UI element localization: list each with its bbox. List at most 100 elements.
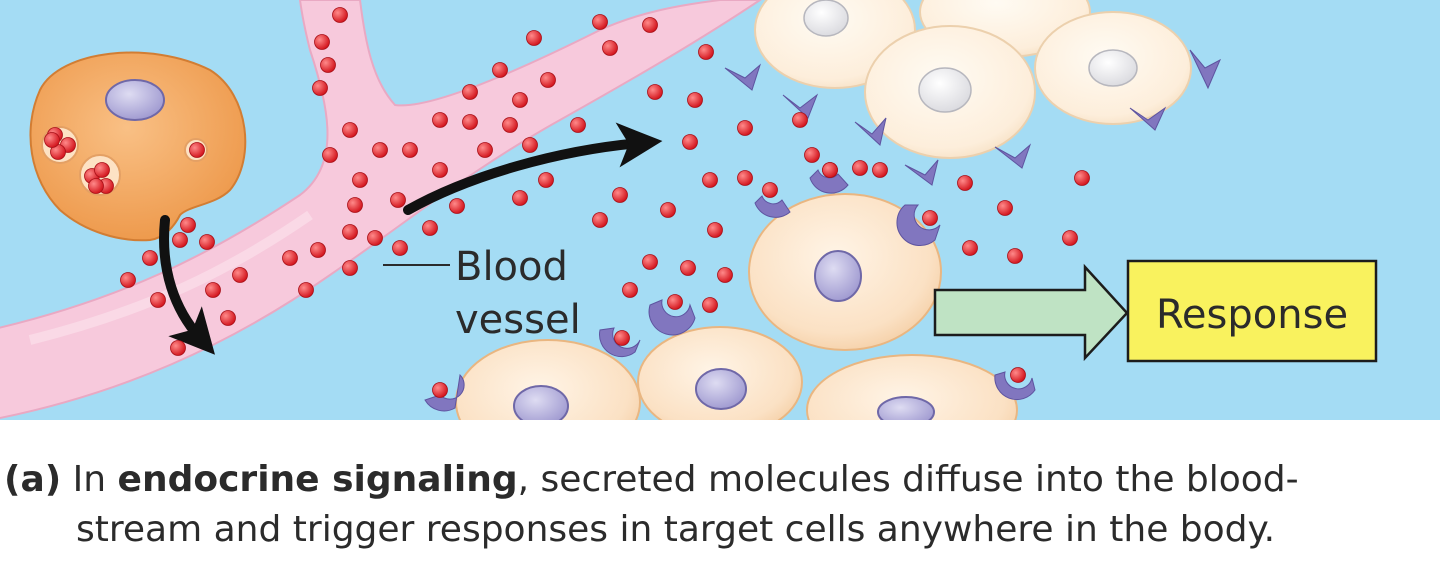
signaling-molecule [462, 84, 478, 100]
signaling-molecule [44, 132, 60, 148]
signaling-molecule [502, 117, 518, 133]
caption-intro: In [72, 459, 107, 500]
target-cells-upper [754, 0, 1192, 159]
target-cell-nucleus [695, 368, 747, 410]
signaling-molecule [180, 217, 196, 233]
signaling-molecule [592, 14, 608, 30]
signaling-molecule [612, 187, 628, 203]
signaling-molecule [922, 210, 938, 226]
signaling-molecule [432, 162, 448, 178]
signaling-molecule [432, 382, 448, 398]
signaling-molecule [680, 260, 696, 276]
signaling-molecule [1062, 230, 1078, 246]
curved-arrow-icon [159, 215, 215, 355]
signaling-molecule [392, 240, 408, 256]
caption-rest-line1: , secreted molecules diffuse into the bl… [517, 459, 1299, 500]
signaling-molecule [717, 267, 733, 283]
signaling-molecule [762, 182, 778, 198]
signaling-molecule [172, 232, 188, 248]
caption-term: endocrine signaling [117, 459, 518, 500]
signaling-molecule [462, 114, 478, 130]
signaling-molecule [352, 172, 368, 188]
signaling-molecule [538, 172, 554, 188]
signaling-molecules [44, 7, 1090, 398]
signaling-molecule [298, 282, 314, 298]
signaling-molecule [142, 250, 158, 266]
signaling-molecule [199, 234, 215, 250]
signaling-molecule [957, 175, 973, 191]
endocrine-signaling-diagram: Response Blood vessel [0, 0, 1440, 420]
target-cells-lower [455, 193, 1018, 420]
target-cell-nucleus [1088, 49, 1138, 87]
signaling-molecule [682, 134, 698, 150]
signaling-molecule [449, 198, 465, 214]
signaling-molecule [1010, 367, 1026, 383]
signaling-molecule [372, 142, 388, 158]
signaling-molecule [707, 222, 723, 238]
signaling-molecule [702, 297, 718, 313]
signaling-molecule [614, 330, 630, 346]
figure-caption: (a) In endocrine signaling, secreted mol… [0, 456, 1440, 573]
signaling-molecule [872, 162, 888, 178]
signaling-molecule [737, 120, 753, 136]
signaling-molecule [522, 137, 538, 153]
signaling-molecule [822, 162, 838, 178]
signaling-molecule [310, 242, 326, 258]
signaling-molecule [660, 202, 676, 218]
signaling-molecule [570, 117, 586, 133]
signaling-molecule [512, 190, 528, 206]
signaling-molecule [1007, 248, 1023, 264]
signaling-molecule [702, 172, 718, 188]
signaling-molecule [120, 272, 136, 288]
signaling-molecule [852, 160, 868, 176]
signaling-molecule [342, 224, 358, 240]
signaling-molecule [402, 142, 418, 158]
signaling-molecule [512, 92, 528, 108]
signaling-molecule [642, 254, 658, 270]
signaling-molecule [962, 240, 978, 256]
signaling-molecule [314, 34, 330, 50]
signaling-molecule [342, 260, 358, 276]
signaling-molecule [220, 310, 236, 326]
signaling-molecule [792, 112, 808, 128]
signaling-molecule [737, 170, 753, 186]
target-cell-nucleus [814, 250, 862, 302]
signaling-molecule [232, 267, 248, 283]
signaling-molecule [997, 200, 1013, 216]
vessel-label-line1: Blood [455, 244, 568, 290]
signaling-molecule [367, 230, 383, 246]
signaling-molecule [390, 192, 406, 208]
caption-line-1: (a) In endocrine signaling, secreted mol… [4, 456, 1299, 504]
signaling-molecule [170, 340, 186, 356]
signaling-molecule [622, 282, 638, 298]
signaling-molecule [432, 112, 448, 128]
curved-arrow-icon [403, 122, 663, 215]
signaling-molecule [698, 44, 714, 60]
target-cell-nucleus [877, 396, 935, 420]
secreting-cell-nucleus [105, 79, 165, 121]
signaling-molecule [189, 142, 205, 158]
caption-line-2: stream and trigger responses in target c… [76, 509, 1276, 550]
target-cell-nucleus [803, 0, 849, 37]
block-arrow-icon [933, 263, 1129, 362]
signaling-molecule [492, 62, 508, 78]
target-cell-nucleus [513, 385, 569, 420]
signaling-molecule [320, 57, 336, 73]
signaling-molecule [312, 80, 328, 96]
signaling-molecule [687, 92, 703, 108]
signaling-molecule [342, 122, 358, 138]
signaling-molecule [422, 220, 438, 236]
signaling-molecule [347, 197, 363, 213]
signaling-molecule [592, 212, 608, 228]
signaling-molecule [804, 147, 820, 163]
signaling-molecule [1074, 170, 1090, 186]
signaling-molecule [540, 72, 556, 88]
signaling-molecule [602, 40, 618, 56]
caption-label: (a) [4, 459, 62, 500]
signaling-molecule [477, 142, 493, 158]
signaling-molecule [205, 282, 221, 298]
signaling-molecule [647, 84, 663, 100]
signaling-molecule [94, 162, 110, 178]
receptors-cup [424, 169, 1036, 412]
signaling-molecule [667, 294, 683, 310]
